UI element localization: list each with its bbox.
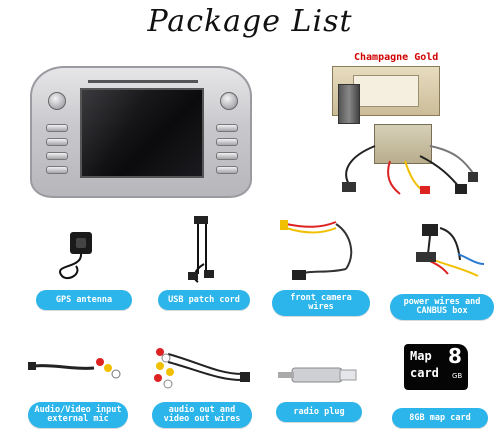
- item-gps-antenna: GPS antenna: [32, 214, 136, 310]
- side-button: [216, 124, 238, 132]
- usb-cord-icon: [188, 216, 214, 283]
- item-label: USB patch cord: [158, 290, 250, 310]
- side-button: [216, 166, 238, 174]
- item-audio-video-out: audio out and video out wires: [148, 344, 256, 442]
- item-label: Audio/Video input external mic: [28, 402, 128, 428]
- sd-card-unit: GB: [452, 372, 463, 380]
- side-button: [46, 166, 68, 174]
- item-power-wires-canbus: power wires and CANBUS box: [388, 214, 496, 326]
- item-label: power wires and CANBUS box: [390, 294, 494, 320]
- page-title: Package List: [147, 4, 353, 39]
- item-label: GPS antenna: [36, 290, 132, 310]
- item-label: 8GB map card: [392, 408, 488, 428]
- item-av-input-mic: Audio/Video input external mic: [24, 340, 134, 434]
- item-label: front camera wires: [272, 290, 370, 316]
- canbus-box-icon: [416, 224, 485, 277]
- camera-wires-icon: [280, 220, 353, 280]
- side-button: [46, 152, 68, 160]
- radio-plug-icon: [278, 367, 357, 383]
- mount-bracket-image: [338, 84, 360, 124]
- gps-antenna-icon: [58, 232, 92, 280]
- side-button: [46, 124, 68, 132]
- item-label: radio plug: [276, 402, 362, 422]
- side-button: [216, 152, 238, 160]
- av-cable-icon: [28, 358, 121, 379]
- disc-slot: [88, 80, 198, 83]
- volume-knob: [48, 92, 66, 110]
- side-button: [46, 138, 68, 146]
- item-front-camera-wires: front camera wires: [266, 214, 376, 326]
- main-harness-wires: [342, 145, 478, 195]
- tune-knob: [220, 92, 238, 110]
- item-label: audio out and video out wires: [152, 402, 252, 428]
- head-unit-image: [30, 66, 252, 198]
- item-radio-plug: radio plug: [272, 348, 368, 428]
- sd-card-capacity: 8: [448, 344, 462, 368]
- sd-card-line1: Map: [410, 349, 432, 363]
- sd-card-line2: card: [410, 366, 439, 380]
- item-usb-patch-cord: USB patch cord: [154, 214, 254, 310]
- rca-cable-icon: [154, 348, 250, 389]
- side-button: [216, 138, 238, 146]
- variant-label: Champagne Gold: [354, 52, 439, 63]
- head-unit-screen: [80, 88, 204, 178]
- sd-card-icon: Map card 8 GB: [404, 344, 468, 390]
